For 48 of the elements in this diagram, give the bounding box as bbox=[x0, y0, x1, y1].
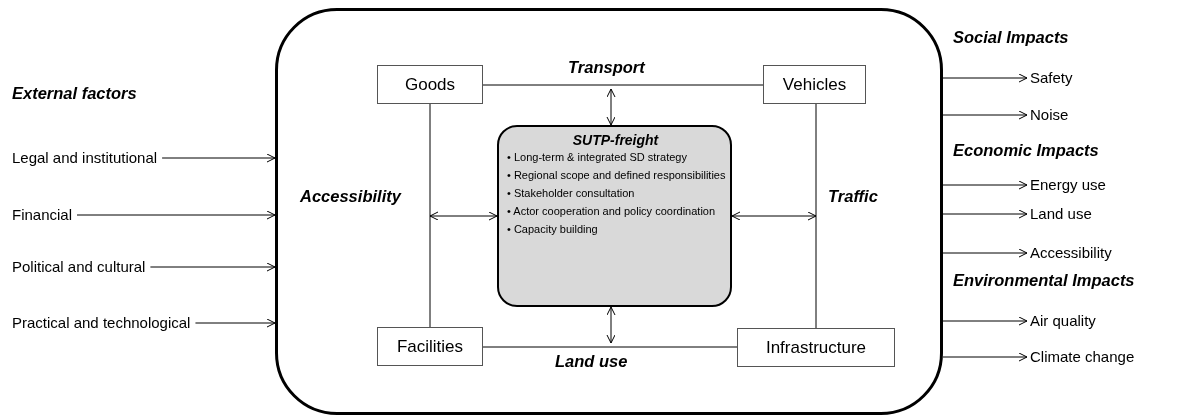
element-box: Infrastructure bbox=[737, 328, 895, 367]
arrow bbox=[942, 110, 1028, 120]
panel-title: SUTP-freight bbox=[571, 131, 660, 149]
edge-label: Transport bbox=[566, 58, 647, 77]
connector-line bbox=[482, 346, 738, 348]
edge-label: Accessibility bbox=[298, 187, 403, 206]
factor-text: Energy use bbox=[1030, 175, 1106, 195]
arrow bbox=[942, 248, 1028, 258]
factor-text: Financial bbox=[12, 205, 73, 225]
arrow bbox=[942, 73, 1028, 83]
arrow bbox=[194, 318, 276, 328]
section-heading: Social Impacts bbox=[953, 28, 1069, 47]
arrow bbox=[76, 210, 276, 220]
factor-text: Practical and technological bbox=[12, 313, 191, 333]
arrow bbox=[942, 352, 1028, 362]
bullet-item: • Capacity building bbox=[507, 223, 599, 236]
connector-line bbox=[815, 103, 817, 329]
double-arrow bbox=[606, 306, 616, 344]
arrow bbox=[942, 180, 1028, 190]
element-box: Vehicles bbox=[763, 65, 866, 104]
bullet-item: • Stakeholder consultation bbox=[507, 187, 636, 200]
bullet-item: • Long-term & integrated SD strategy bbox=[507, 151, 688, 164]
factor-text: Climate change bbox=[1030, 347, 1135, 367]
arrow bbox=[942, 316, 1028, 326]
section-heading: Economic Impacts bbox=[953, 141, 1099, 160]
connector-line bbox=[482, 84, 764, 86]
factor-text: Accessibility bbox=[1030, 243, 1112, 263]
system-frame bbox=[275, 8, 943, 415]
factor-text: Air quality bbox=[1030, 311, 1096, 331]
arrow bbox=[942, 209, 1028, 219]
factor-text: Land use bbox=[1030, 204, 1092, 224]
connector-line bbox=[429, 103, 431, 328]
element-box: Facilities bbox=[377, 327, 483, 366]
factor-text: Noise bbox=[1030, 105, 1069, 125]
double-arrow bbox=[606, 88, 616, 126]
section-heading: Environmental Impacts bbox=[953, 271, 1135, 290]
arrow bbox=[149, 262, 276, 272]
double-arrow bbox=[429, 211, 498, 221]
bullet-item: • Regional scope and defined responsibilities bbox=[507, 169, 726, 182]
double-arrow bbox=[731, 211, 817, 221]
section-heading: External factors bbox=[12, 84, 137, 103]
bullet-item: • Actor cooperation and policy coordination bbox=[507, 205, 717, 218]
factor-text: Safety bbox=[1030, 68, 1073, 88]
arrow bbox=[161, 153, 276, 163]
factor-text: Legal and institutional bbox=[12, 148, 158, 168]
factor-text: Political and cultural bbox=[12, 257, 146, 277]
sutp-panel bbox=[497, 125, 732, 307]
element-box: Goods bbox=[377, 65, 483, 104]
